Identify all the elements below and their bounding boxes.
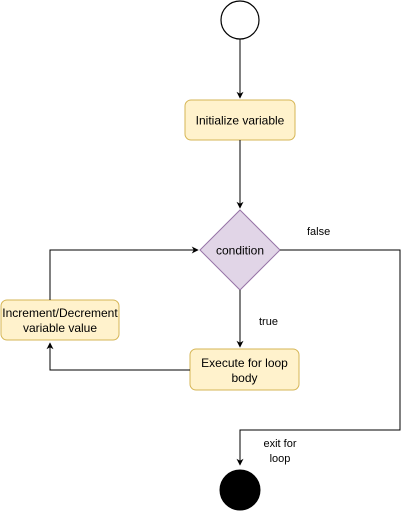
increment-label-line2: variable value: [23, 321, 97, 335]
body-label-line1: Execute for loop: [201, 356, 288, 370]
initialize-node[interactable]: Initialize variable: [184, 99, 296, 141]
condition-label: condition: [216, 244, 264, 258]
edge-increment-to-condition: [49, 246, 199, 300]
edge-body-to-increment: [46, 342, 190, 371]
condition-node[interactable]: condition: [199, 209, 281, 291]
end-node[interactable]: [219, 469, 261, 511]
body-node[interactable]: Execute for loop body: [189, 348, 300, 391]
increment-node[interactable]: Increment/Decrement variable value: [0, 299, 120, 341]
increment-box: [0, 299, 120, 341]
edge-condition-to-end: [236, 249, 401, 466]
true-edge-label: true: [259, 316, 278, 328]
exit-edge-label-line1: exit for: [263, 438, 296, 450]
body-label-line2: body: [231, 371, 257, 385]
exit-edge-label-line2: loop: [270, 453, 291, 465]
increment-label-line1: Increment/Decrement: [2, 306, 118, 320]
false-edge-label: false: [307, 226, 330, 238]
initialize-label: Initialize variable: [196, 114, 285, 128]
start-node[interactable]: [220, 0, 260, 40]
